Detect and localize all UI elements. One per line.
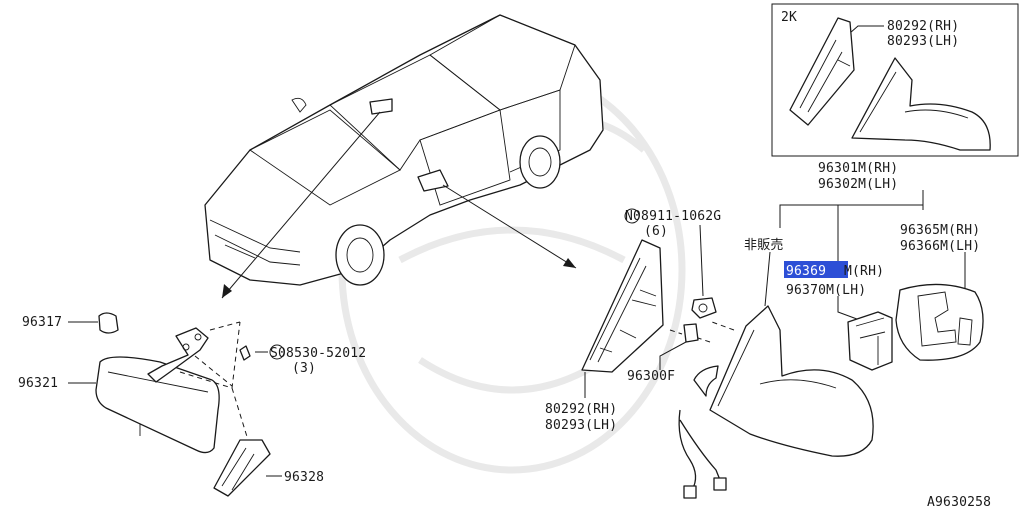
base-cover [213, 439, 271, 497]
car-roof [429, 14, 576, 111]
door-mirror-group: 96301M(RH) 96302M(LH) 96365M(RH) 96366M(… [678, 161, 984, 499]
label-motor-rh: M(RH) [844, 264, 884, 279]
leader-mirror-assy [779, 190, 924, 262]
car-rear-wheel [519, 135, 561, 189]
nut [691, 297, 717, 319]
label-nut-qty: (6) [644, 224, 668, 239]
label-glass-lh: 96366M(LH) [900, 239, 980, 254]
mirror-glass [895, 283, 984, 361]
diagram-code: A9630258 [927, 495, 991, 510]
inset-mirror [851, 57, 991, 151]
nut-circle [624, 208, 640, 224]
inset-variant-label: 2K [781, 10, 797, 25]
vehicle-illustration [204, 14, 604, 286]
highlight-box [784, 261, 848, 278]
car-grille [209, 219, 301, 266]
fastener-group: N08911-1062G (6) 96300F [624, 208, 721, 384]
label-grommet: 96300F [627, 369, 675, 384]
connector-b [713, 477, 727, 491]
label-not-sold: 非販売 [744, 237, 784, 253]
label-motor-lh: 96370M(LH) [786, 283, 866, 298]
mirror-housing [709, 305, 874, 457]
label-glass-rh: 96365M(RH) [900, 223, 980, 238]
mirror-stay [147, 327, 209, 383]
car-front-wheel [335, 224, 385, 286]
wiring-harness [678, 409, 721, 491]
grommet [683, 323, 699, 343]
label-mirror-assy-rh: 96301M(RH) [818, 161, 898, 176]
label-bracket-lh: 80293(LH) [545, 418, 617, 433]
highlighted-part-number[interactable]: 96369 [786, 264, 826, 279]
inset-part-rh: 80292(RH) [887, 19, 959, 34]
screw-circle [269, 344, 285, 360]
cover [98, 312, 119, 334]
leader-not-sold [764, 251, 771, 307]
inside-mirror-group: 96317 96321 S08530-52012 (3) 96328 [18, 312, 366, 497]
label-inside-mirror: 96321 [18, 376, 58, 391]
inset-2k: 2K 80292(RH) 80293(LH) [771, 3, 1019, 157]
car-inner-mirror [369, 98, 393, 115]
label-cover: 96317 [22, 315, 62, 330]
label-screw-qty: (3) [292, 361, 316, 376]
connector-a [683, 485, 697, 499]
label-bracket-rh: 80292(RH) [545, 402, 617, 417]
inset-part-lh: 80293(LH) [887, 34, 959, 49]
inset-bracket [789, 17, 855, 126]
label-mirror-assy-lh: 96302M(LH) [818, 177, 898, 192]
mirror-bracket-group: 80292(RH) 80293(LH) [545, 239, 664, 433]
label-base-cover: 96328 [284, 470, 324, 485]
label-nut: N08911-1062G [625, 209, 721, 224]
pointer-arrows [221, 111, 577, 299]
inside-mirror [95, 356, 220, 454]
leader-grommet [659, 341, 687, 370]
mirror-motor [847, 311, 893, 371]
label-screw: S08530-52012 [270, 346, 366, 361]
car-door-mirror [417, 169, 449, 192]
inset-frame [771, 3, 1019, 157]
leader-nut [699, 224, 704, 297]
arrow-to-inner-mirror [221, 111, 381, 299]
arrow-to-door-mirror [442, 184, 577, 269]
screw [239, 345, 251, 361]
